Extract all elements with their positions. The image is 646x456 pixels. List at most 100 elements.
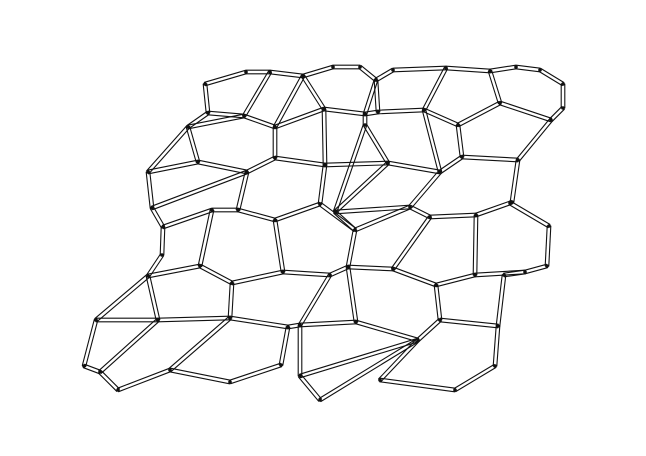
tile-edge-line bbox=[94, 274, 148, 320]
tile-vertex bbox=[358, 65, 362, 69]
tile-edge-line bbox=[439, 317, 499, 325]
tile-edge-line bbox=[437, 284, 443, 321]
tile-vertex bbox=[493, 364, 497, 368]
tile-edge-line bbox=[429, 216, 477, 220]
tile-edge-line bbox=[433, 284, 439, 321]
tile-edge-line bbox=[269, 69, 304, 75]
tile-edge-line bbox=[202, 83, 207, 114]
tile-edge-line bbox=[551, 108, 565, 122]
tile-edge-line bbox=[245, 155, 275, 171]
tile-edge-line bbox=[170, 318, 232, 372]
tile-vertex bbox=[408, 205, 412, 209]
tile-edge-line bbox=[147, 163, 199, 175]
tile-edge-line bbox=[378, 338, 418, 380]
tile-vertex bbox=[508, 201, 512, 205]
tile-edge-line bbox=[538, 70, 563, 87]
tile-edge-line bbox=[282, 273, 331, 278]
tile-edge-line bbox=[169, 367, 231, 381]
tile-vertex bbox=[318, 202, 322, 206]
tile-edge-line bbox=[300, 76, 324, 111]
tile-edge-line bbox=[282, 269, 331, 274]
tile-edge-line bbox=[421, 109, 439, 173]
tile-edge-line bbox=[85, 319, 99, 368]
tile-edge-line bbox=[320, 202, 357, 230]
tile-edge-line bbox=[169, 371, 231, 385]
tile-vertex bbox=[279, 363, 283, 367]
tile-edge-line bbox=[98, 372, 118, 392]
tile-edge-line bbox=[321, 108, 324, 166]
tile-edge-line bbox=[364, 109, 379, 113]
tile-edge-line bbox=[207, 114, 245, 119]
tile-edge-line bbox=[204, 73, 248, 87]
tile-edge-line bbox=[345, 266, 355, 323]
tile-vertex bbox=[453, 388, 457, 392]
tile-vertex bbox=[473, 273, 477, 277]
tile-edge-line bbox=[239, 171, 250, 211]
tile-edge-line bbox=[299, 319, 357, 324]
tile-edge-line bbox=[435, 276, 476, 288]
tile-edge-line bbox=[523, 263, 548, 271]
tile-vertex bbox=[150, 206, 154, 210]
tile-vertex bbox=[391, 68, 395, 72]
tile-edge-line bbox=[518, 120, 553, 162]
tile-vertex bbox=[354, 320, 358, 324]
tile-vertex bbox=[547, 224, 551, 228]
tile-edge-line bbox=[230, 366, 283, 385]
tile-edge-line bbox=[548, 225, 552, 267]
tile-edge-line bbox=[273, 201, 320, 219]
tile-vertex bbox=[160, 253, 164, 257]
tile-vertex bbox=[228, 380, 232, 384]
tile-edge-line bbox=[544, 225, 548, 267]
tile-edge-line bbox=[445, 69, 491, 74]
tiling-vertices bbox=[82, 65, 565, 402]
tile-edge-line bbox=[461, 154, 519, 159]
tile-edge-line bbox=[274, 159, 326, 168]
tile-edge-line bbox=[332, 123, 364, 212]
tile-edge-line bbox=[201, 209, 215, 267]
tile-edge-line bbox=[325, 108, 328, 166]
tile-edge-line bbox=[455, 366, 497, 393]
tile-edge-line bbox=[161, 207, 212, 226]
tile-edge-line bbox=[513, 159, 521, 203]
tile-edge-line bbox=[282, 326, 291, 366]
tile-vertex bbox=[273, 125, 277, 129]
tile-vertex bbox=[236, 208, 240, 212]
tile-edge-line bbox=[387, 160, 441, 171]
tile-edge-line bbox=[355, 208, 412, 233]
tile-edge-line bbox=[236, 211, 276, 223]
tile-edge-line bbox=[321, 164, 328, 205]
tile-vertex bbox=[498, 101, 502, 105]
tile-edge-line bbox=[515, 68, 541, 73]
tile-edge-line bbox=[185, 126, 197, 164]
tile-edge-line bbox=[392, 69, 447, 73]
tile-vertex bbox=[353, 228, 357, 232]
tile-edge-line bbox=[516, 118, 551, 160]
tile-edge-line bbox=[461, 158, 519, 163]
tile-vertex bbox=[386, 161, 390, 165]
tile-edge-line bbox=[377, 79, 381, 113]
tile-edge-line bbox=[495, 274, 503, 327]
tile-edge-line bbox=[391, 270, 436, 288]
tile-edge-line bbox=[499, 274, 507, 327]
tile-vertex bbox=[561, 82, 565, 86]
tile-edge-line bbox=[244, 113, 277, 126]
tile-edge-line bbox=[347, 268, 394, 272]
tile-edge-line bbox=[118, 371, 172, 393]
tile-vertex bbox=[502, 273, 506, 277]
tile-edge-line bbox=[425, 109, 443, 173]
tile-edge-line bbox=[81, 318, 95, 367]
tile-edge-line bbox=[168, 316, 230, 370]
tile-vertex bbox=[391, 267, 395, 271]
tile-edge-line bbox=[439, 321, 499, 329]
tile-edge-line bbox=[424, 107, 460, 124]
tile-edge-line bbox=[387, 164, 441, 175]
tile-edge-line bbox=[301, 64, 334, 75]
tile-edge-line bbox=[373, 79, 377, 113]
tile-edge-line bbox=[410, 172, 442, 209]
tile-edge-line bbox=[197, 209, 211, 267]
tile-edge-line bbox=[82, 367, 100, 375]
tile-edge-line bbox=[418, 320, 442, 342]
tile-vertex bbox=[516, 158, 520, 162]
tile-edge-line bbox=[324, 164, 389, 168]
tile-edge-line bbox=[540, 67, 565, 84]
